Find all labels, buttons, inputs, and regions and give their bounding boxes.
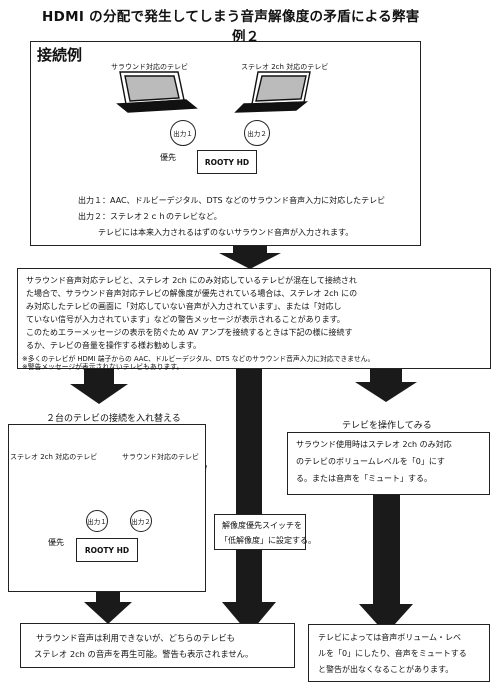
example-note-2: 出力２：ステレオ２ｃｈのテレビなど。	[78, 212, 222, 221]
arrow-down-right	[355, 368, 417, 402]
arrow-down-right-bottom	[359, 486, 413, 634]
arrow-down-left-bottom	[84, 590, 132, 624]
tv-right-label: ステレオ 2ch 対応のテレビ	[241, 63, 329, 71]
explanation-line: た場合で、サラウンド音声対応テレビの解像度が優先されている場合は、ステレオ 2c…	[26, 289, 358, 298]
operate-line: サラウンド使用時はステレオ 2ch のみ対応	[296, 440, 452, 449]
explanation-box	[17, 268, 491, 369]
operate-line: る。または音声を「ミュート」する。	[296, 474, 432, 483]
operate-result-line: テレビによっては音声ボリューム・レベ	[318, 633, 461, 642]
swap-result-box	[20, 623, 295, 668]
swap-rooty-hd-device: ROOTY HD	[76, 538, 138, 562]
swap-tv-right-label: サラウンド対応のテレビ	[122, 453, 199, 461]
switch-line: 「低解像度」に設定する。	[220, 536, 316, 545]
operate-result-box	[308, 624, 490, 682]
switch-line: 解像度優先スイッチを	[222, 521, 302, 530]
example-note-3: テレビには本来入力されるはずのないサラウンド音声が入力されます。	[98, 228, 354, 237]
explanation-line: サラウンド音声対応テレビと、ステレオ 2ch にのみ対応しているテレビが混在して…	[26, 276, 357, 285]
example-heading: 接続例	[37, 46, 83, 64]
tv-icon-left	[116, 71, 198, 113]
example-box	[30, 41, 421, 246]
output1-circle: 出力１	[170, 120, 196, 146]
operate-box	[287, 432, 490, 495]
explanation-line: ていない信号が入力されています」などの警告メッセージが表示されることがあります。	[26, 315, 345, 324]
operate-line: のテレビのボリュームレベルを「0」にす	[296, 457, 445, 466]
swap-result-line: サラウンド音声は利用できないが、どちらのテレビも	[36, 633, 235, 643]
explanation-note: ※多くのテレビが HDMI 端子からの AAC、ドルビーデジタル、DTS などの…	[22, 355, 375, 363]
operate-heading: テレビを操作してみる	[342, 421, 432, 431]
switch-box	[214, 514, 306, 550]
rooty-hd-device: ROOTY HD	[197, 150, 257, 174]
swap-priority-label: 優先	[48, 538, 64, 547]
arrow-down-left	[70, 368, 128, 404]
tv-left-label: サラウンド対応のテレビ	[111, 63, 188, 71]
output2-circle: 出力２	[244, 120, 270, 146]
explanation-note: ※警告メッセージが表示されないテレビもあります。	[22, 363, 184, 371]
operate-result-line: ルを「0」にしたり、音声をミュートする	[318, 649, 467, 658]
arrow-down-1	[219, 244, 281, 269]
priority-label: 優先	[160, 153, 176, 162]
swap-output2-circle: 出力２	[130, 510, 152, 532]
swap-tv-left-label: ステレオ 2ch 対応のテレビ	[10, 453, 98, 461]
example-note-1: 出力１：AAC、ドルビーデジタル、DTS などのサラウンド音声入力に対応したテレ…	[78, 196, 386, 205]
swap-heading: ２台のテレビの接続を入れ替える	[46, 414, 181, 424]
explanation-line: み対応したテレビの画面に「対応していない音声が入力されています」、または「対応し	[26, 302, 342, 311]
operate-result-line: と警告が出なくなることがあります。	[318, 665, 454, 674]
page-title: HDMI の分配で発生してしまう音声解像度の矛盾による弊害	[42, 9, 420, 25]
swap-result-line: ステレオ 2ch の音声を再生可能。警告も表示されません。	[34, 649, 254, 659]
explanation-line: このためエラーメッセージの表示を防ぐため AV アンプを接続するときは下記の様に…	[26, 328, 353, 337]
swap-box	[8, 424, 206, 592]
tv-icon-right	[234, 71, 311, 113]
explanation-line: るか、テレビの音量を操作する様お勧めします。	[26, 341, 202, 350]
arrow-down-middle	[222, 368, 276, 634]
swap-output1-circle: 出力１	[86, 510, 108, 532]
